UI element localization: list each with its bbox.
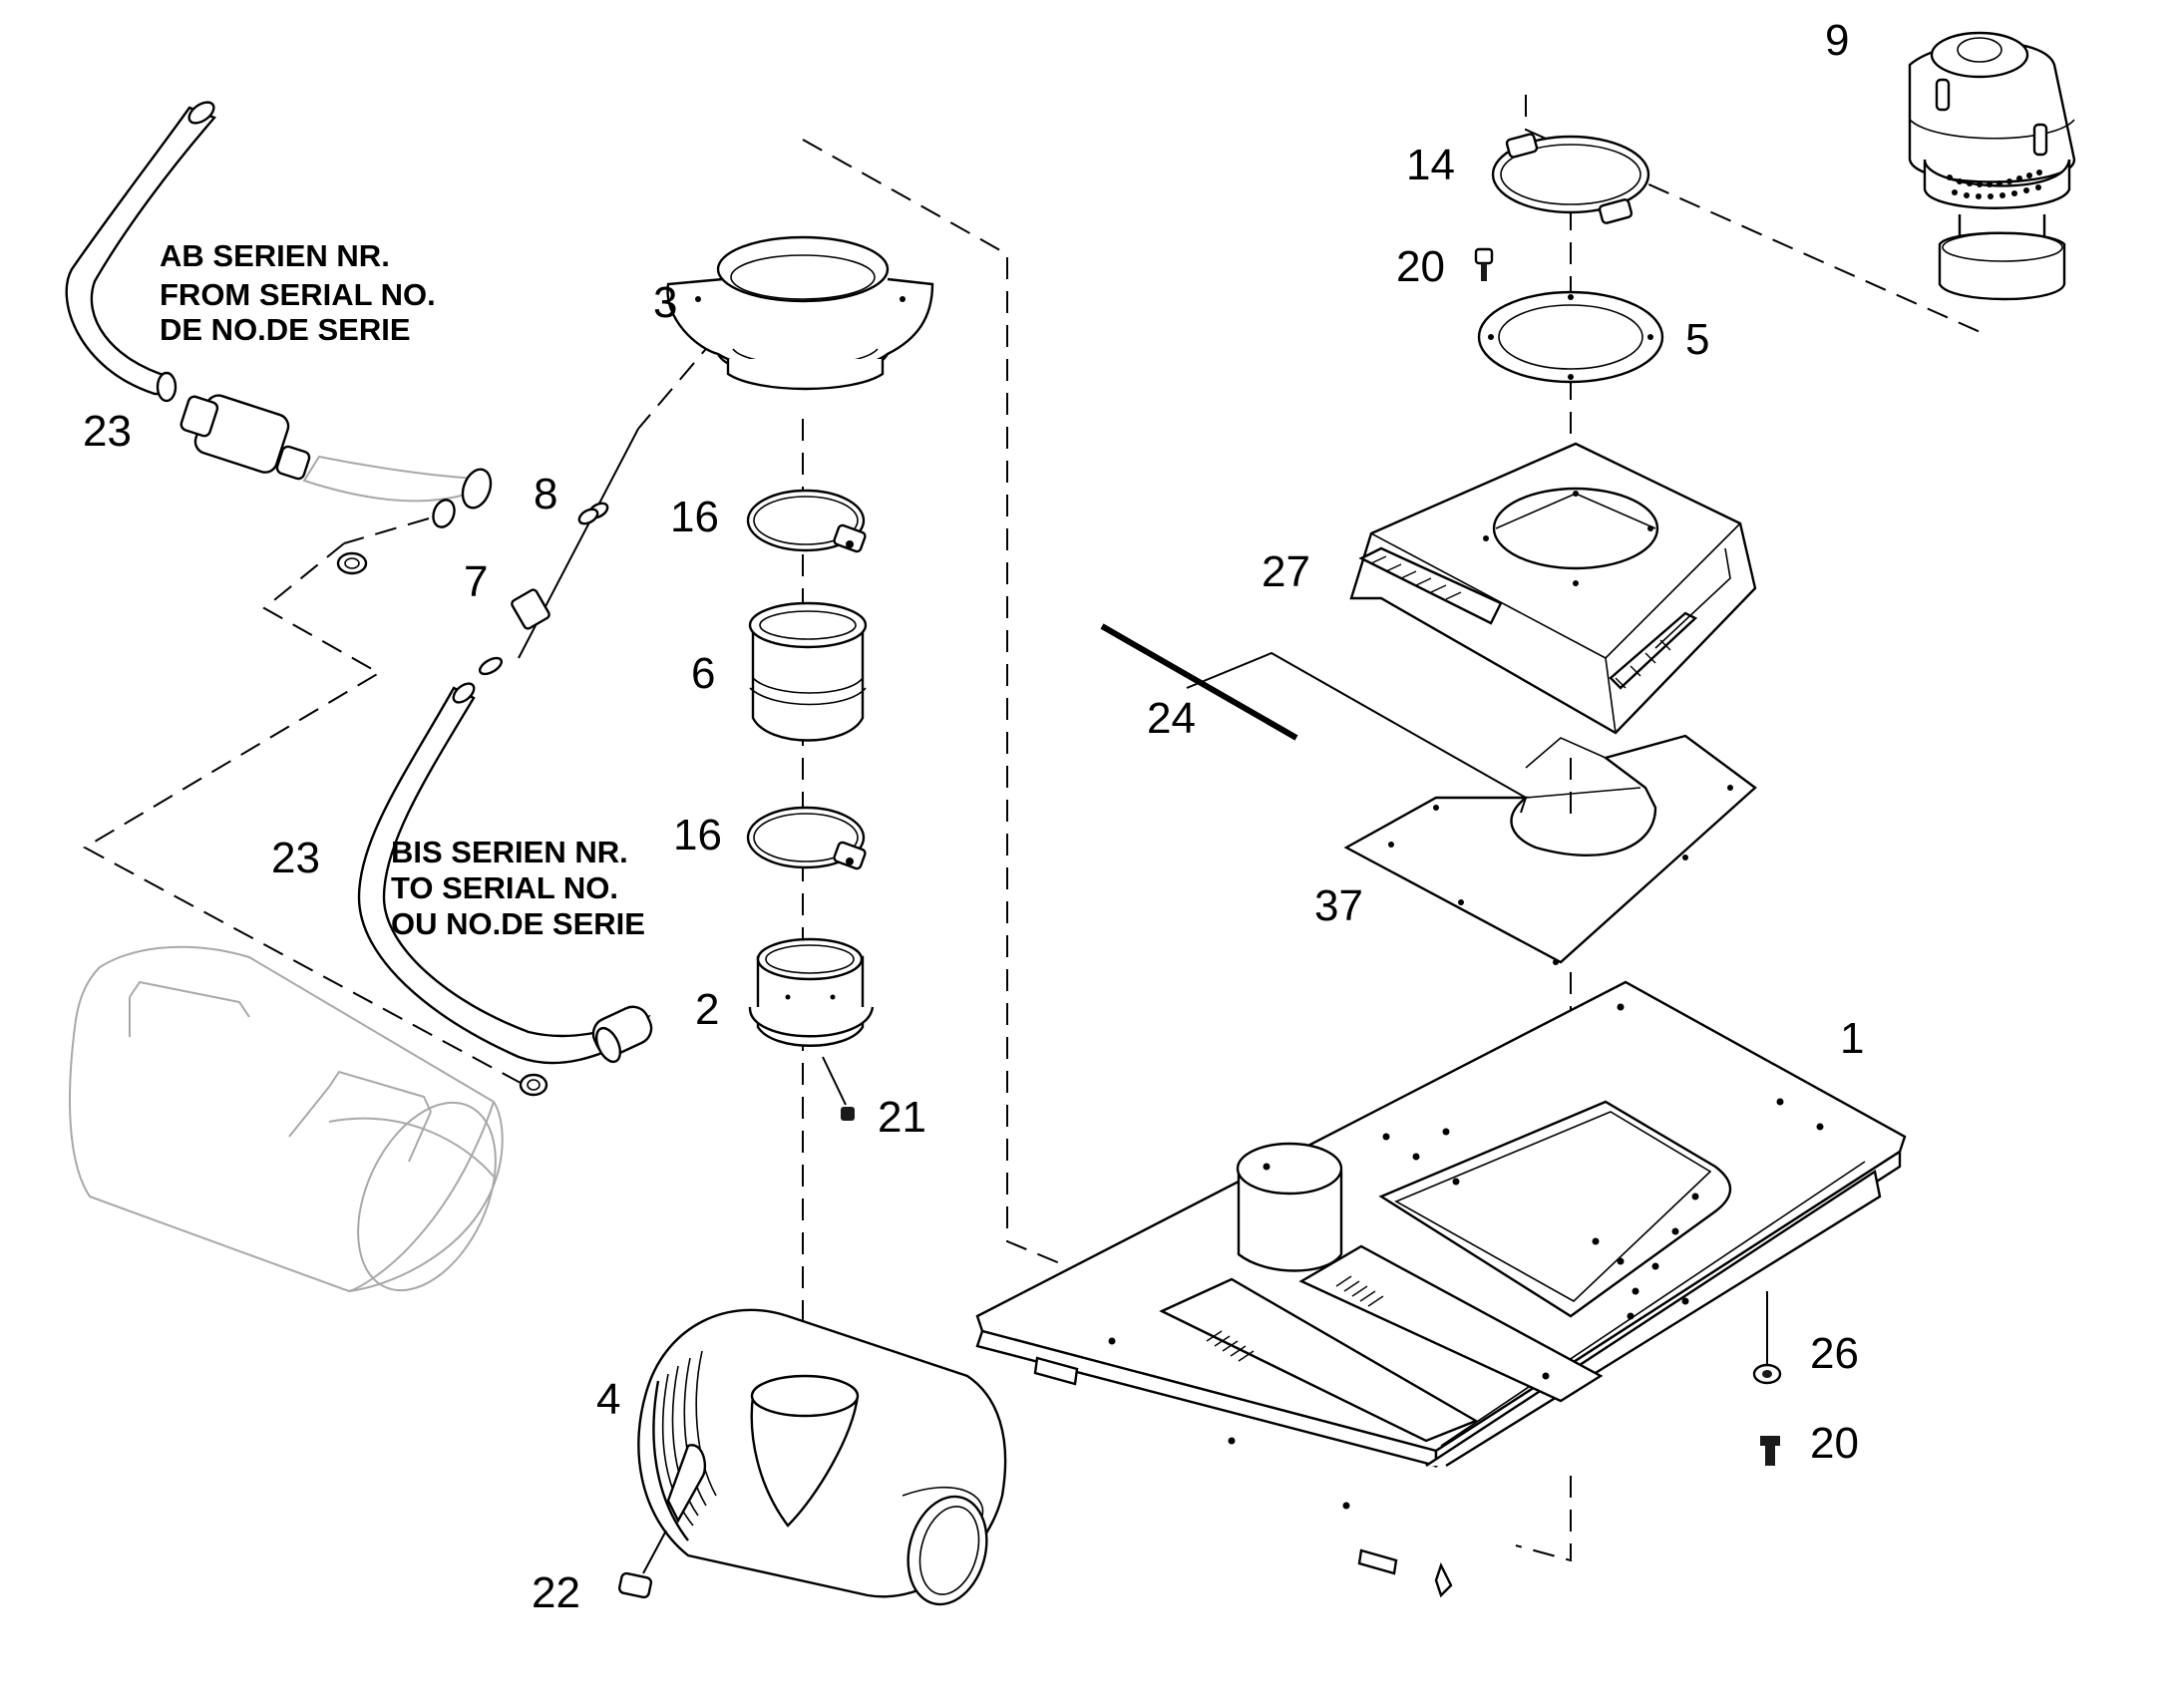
slot-hatch-left — [1206, 1330, 1255, 1362]
hood-27 — [1349, 442, 1757, 735]
bolt-20-lower — [1760, 1436, 1780, 1466]
fuel-tank-ghost — [69, 945, 504, 1293]
callout-6: 6 — [691, 649, 715, 698]
callout-24: 24 — [1147, 694, 1196, 743]
hose-clamp-16-lower — [746, 806, 867, 870]
callout-21: 21 — [878, 1093, 926, 1142]
washer-26 — [1752, 1363, 1782, 1385]
callout-1: 1 — [1840, 1014, 1864, 1063]
plate-holes — [1108, 1003, 1824, 1510]
callout-16-lower: 16 — [673, 811, 722, 859]
hose-23-lower — [357, 682, 653, 1097]
hood-vent-hatch-left — [1370, 555, 1462, 600]
callout-7: 7 — [464, 557, 488, 606]
vent-dots — [1947, 170, 2042, 199]
note-from-serial-line-1: AB SERIEN NR. — [160, 238, 390, 273]
callout-16-upper: 16 — [670, 493, 719, 541]
coupling-6 — [748, 601, 868, 742]
clamp-8 — [577, 502, 609, 525]
note-to-serial-line-1: BIS SERIEN NR. — [391, 835, 628, 869]
pre-cleaner-9 — [1908, 31, 2076, 301]
adapter-2 — [748, 937, 875, 1047]
bolt-20-upper — [1474, 247, 1494, 281]
rod-24 — [1100, 623, 1298, 741]
hose-clamp-16-upper — [746, 489, 867, 553]
note-from-serial-line-3: DE NO.DE SERIE — [160, 312, 411, 347]
callout-9: 9 — [1825, 16, 1849, 65]
callout-3: 3 — [653, 278, 677, 327]
plate-37 — [1343, 734, 1757, 965]
hose-23-upper — [65, 101, 493, 575]
part-callouts: 1 2 3 4 5 6 7 8 9 14 16 16 20 20 21 22 2… — [83, 16, 1864, 1617]
callout-5: 5 — [1685, 315, 1709, 364]
callout-26: 26 — [1810, 1329, 1859, 1378]
valve-cap-22 — [617, 1530, 667, 1599]
flange-adapter-3 — [666, 235, 934, 391]
callout-27: 27 — [1262, 547, 1310, 596]
callout-20-upper: 20 — [1396, 242, 1445, 291]
base-plate-1 — [975, 980, 1907, 1598]
note-to-serial-line-3: OU NO.DE SERIE — [391, 906, 645, 941]
slot-hatch-right — [1335, 1275, 1384, 1307]
screw-21 — [822, 1056, 855, 1121]
callout-23-upper: 23 — [83, 407, 132, 456]
callout-4: 4 — [596, 1375, 620, 1424]
air-filter-4 — [637, 1308, 1007, 1606]
note-to-serial: BIS SERIEN NR. TO SERIAL NO. OU NO.DE SE… — [391, 835, 645, 941]
note-from-serial-line-2: FROM SERIAL NO. — [160, 277, 436, 312]
callout-20-lower: 20 — [1810, 1419, 1859, 1468]
callout-37: 37 — [1314, 881, 1363, 930]
callout-14: 14 — [1406, 141, 1455, 189]
connector-7 — [478, 588, 550, 676]
note-from-serial: AB SERIEN NR. FROM SERIAL NO. DE NO.DE S… — [160, 238, 436, 347]
callout-23-lower: 23 — [271, 834, 320, 882]
callout-8: 8 — [534, 470, 557, 518]
ring-gasket-5 — [1477, 290, 1664, 384]
note-to-serial-line-2: TO SERIAL NO. — [391, 870, 618, 905]
assembly-lines — [82, 95, 1986, 1562]
callout-2: 2 — [695, 985, 719, 1034]
callout-22: 22 — [532, 1568, 580, 1617]
band-clamp-14 — [1491, 133, 1650, 224]
